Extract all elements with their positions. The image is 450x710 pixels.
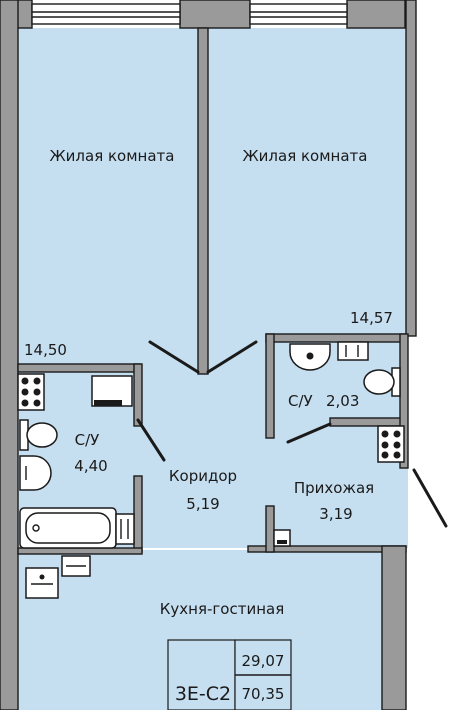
walls — [0, 0, 417, 710]
apartment-code: 3Е-С2 — [175, 683, 231, 705]
sink-icon — [115, 513, 135, 545]
wall-wc-top — [265, 333, 407, 343]
wall-bath-bottom — [17, 547, 143, 555]
bedroom2-area: 14,57 — [350, 309, 393, 327]
sink-icon — [25, 567, 59, 599]
wall-divider — [197, 27, 209, 375]
wall-hall-right — [399, 333, 409, 469]
washing-machine-icon — [337, 341, 369, 361]
sink-icon — [19, 455, 52, 491]
bedroom1-area: 14,50 — [24, 341, 67, 359]
wall-top-mid — [179, 0, 251, 29]
wall-left — [0, 0, 19, 710]
kitchen-name: Кухня-гостиная — [160, 600, 284, 618]
stove-icon — [61, 555, 91, 577]
bathroom-area: 4,40 — [74, 457, 107, 475]
door-swing-icon — [412, 468, 448, 528]
toilet-icon — [363, 367, 401, 397]
washing-machine-icon — [273, 529, 291, 547]
bedroom1-floor — [18, 28, 198, 368]
bedroom1-name: Жилая комната — [50, 147, 175, 165]
washing-machine-icon — [91, 375, 133, 407]
wall-top-right — [346, 0, 406, 29]
stove-icon — [17, 373, 45, 411]
bathtub-icon — [19, 507, 117, 549]
living-area-value: 29,07 — [242, 652, 285, 670]
area-legend: 3Е-С2 29,07 70,35 — [167, 639, 292, 710]
wc-name: С/У — [288, 392, 313, 410]
wall-bath-right — [133, 363, 143, 427]
wall-hall-stub — [265, 505, 275, 553]
door-swing-icon — [286, 422, 332, 444]
bathroom-name: С/У — [75, 431, 100, 449]
window-icon — [249, 3, 348, 25]
wall-bath-right-low — [133, 475, 143, 553]
corridor-name: Коридор — [169, 467, 237, 485]
bedroom2-floor — [208, 28, 406, 334]
stove-icon — [377, 425, 405, 463]
sink-icon — [289, 343, 331, 371]
wall-right-low — [381, 545, 407, 710]
toilet-icon — [19, 419, 58, 451]
wall-bath-top — [17, 363, 141, 373]
bedroom2-name: Жилая комната — [243, 147, 368, 165]
wall-wc-left — [265, 333, 275, 439]
door-swing-icon — [206, 340, 258, 374]
total-area-value: 70,35 — [242, 685, 285, 703]
hallway-name: Прихожая — [294, 479, 374, 497]
wall-wc-bottom — [329, 417, 407, 427]
wall-right — [405, 0, 417, 337]
hallway-area: 3,19 — [319, 505, 352, 523]
corridor-area: 5,19 — [186, 495, 219, 513]
door-swing-icon — [148, 340, 200, 374]
door-swing-icon — [136, 418, 166, 462]
window-icon — [31, 3, 181, 25]
wc-area: 2,03 — [326, 392, 359, 410]
